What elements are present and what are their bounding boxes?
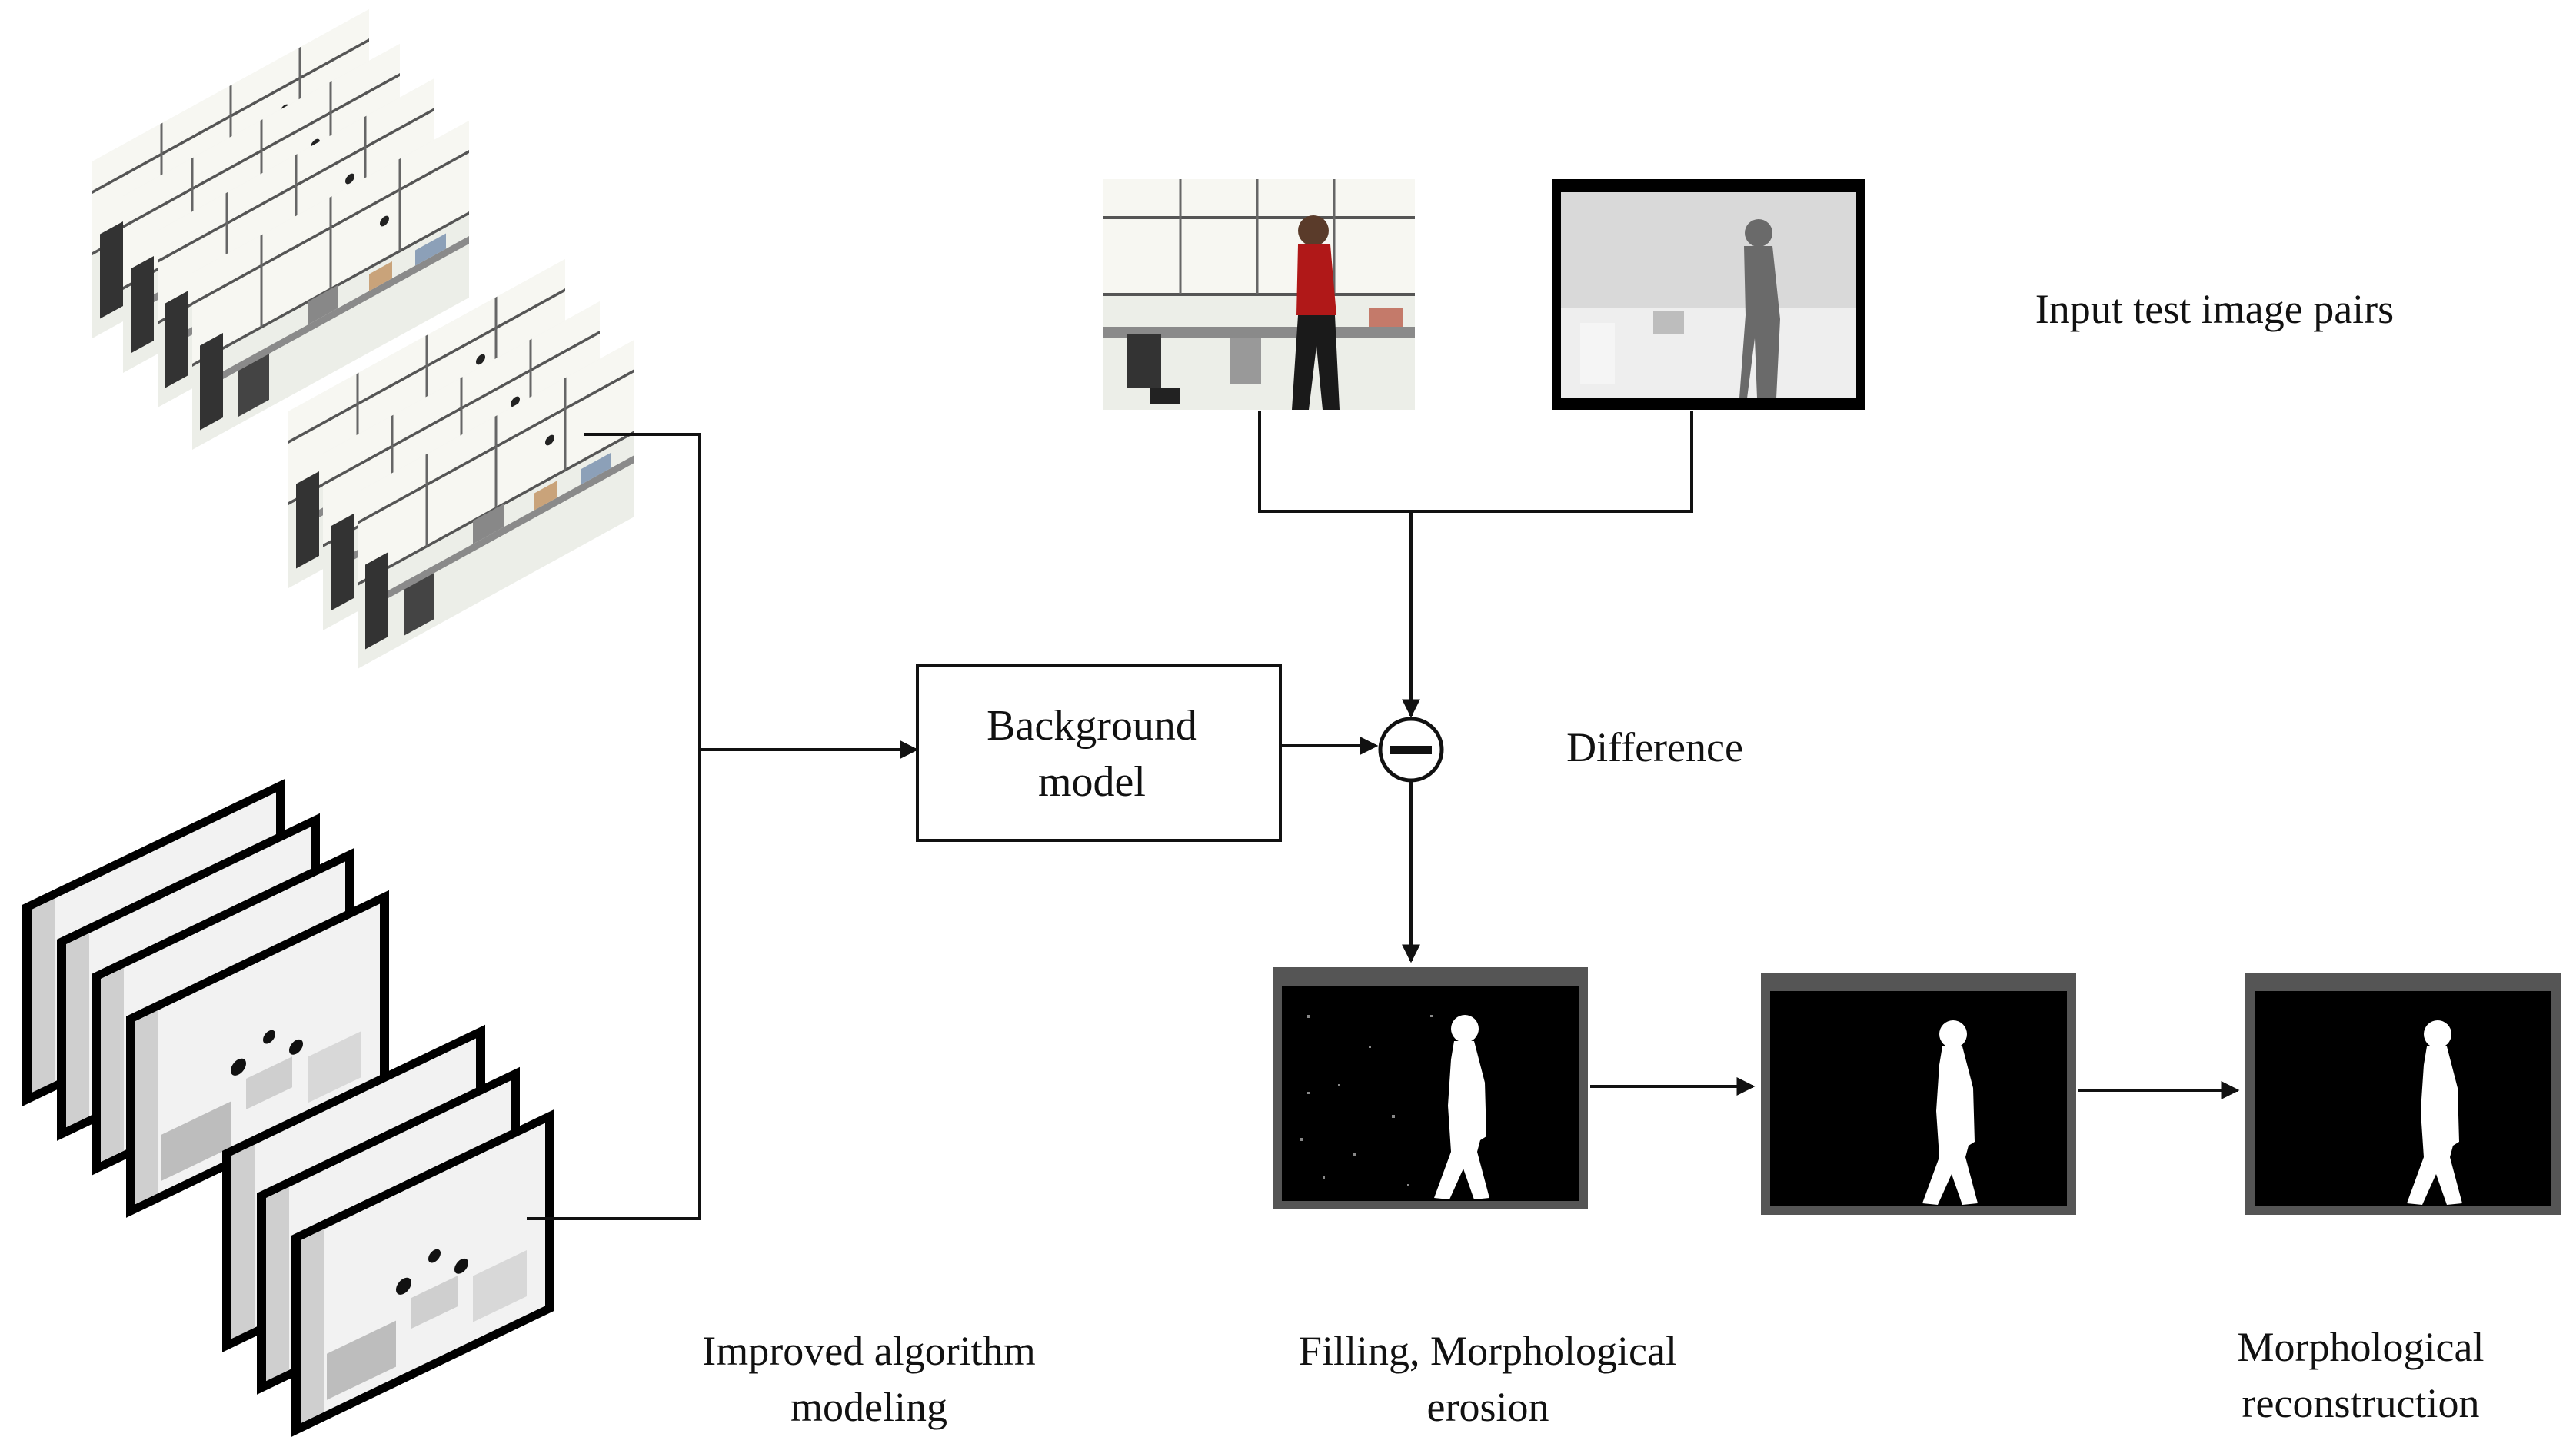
input-depth-image [1552, 179, 1865, 410]
rgb-training-frames [92, 9, 634, 669]
mask-filled-eroded [1273, 967, 1588, 1209]
input-test-image-pairs-label: Input test image pairs [2035, 286, 2394, 332]
training-connectors [527, 433, 919, 1220]
background-model-label-line1: Background [987, 702, 1197, 750]
improved-modeling-label-line2: modeling [790, 1384, 947, 1430]
mask-reconstructed [2245, 973, 2561, 1215]
filling-erosion-label-line1: Filling, Morphological [1299, 1328, 1677, 1374]
morph-reconstruction-label-line2: reconstruction [2242, 1380, 2480, 1426]
background-model-box: Background model [916, 664, 1282, 842]
input-connectors [1258, 411, 1693, 755]
minus-circle-icon [1378, 717, 1444, 783]
background-model-label-line2: model [1038, 758, 1146, 806]
improved-modeling-label-line1: Improved algorithm [702, 1328, 1035, 1374]
morph-reconstruction-label-line1: Morphological [2238, 1324, 2484, 1370]
mask-intermediate [1761, 973, 2076, 1215]
difference-label: Difference [1566, 724, 1743, 770]
input-rgb-image [1103, 179, 1415, 410]
filling-erosion-label-line2: erosion [1427, 1384, 1549, 1430]
depth-training-frames [27, 786, 550, 1430]
